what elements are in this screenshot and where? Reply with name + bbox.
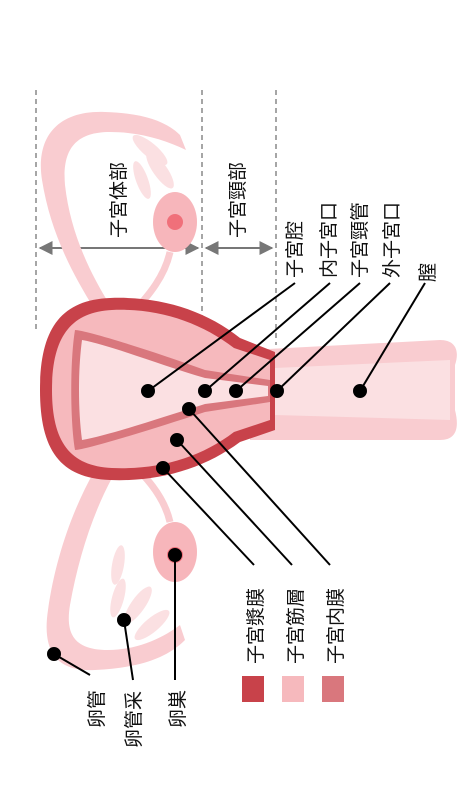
label-vagina: 膣 <box>417 263 439 282</box>
dot-uterine-cavity <box>141 384 155 398</box>
pointers <box>47 282 426 681</box>
lower-fimbriae <box>110 545 170 641</box>
label-ovary: 卵巣 <box>167 690 189 728</box>
upper-fallopian-tube <box>40 111 186 310</box>
legend-swatch-serosa <box>242 676 264 702</box>
dot-external-os <box>270 384 284 398</box>
anatomy-illustration <box>40 111 457 671</box>
dot-vagina <box>353 384 367 398</box>
label-fimbriae: 卵管采 <box>123 691 145 748</box>
legend-swatch-myometrium <box>282 676 304 702</box>
dot-endometrium <box>182 402 196 416</box>
dot-ovary <box>168 548 182 562</box>
legend-swatch-endometrium <box>322 676 344 702</box>
label-cervical-canal: 子宮頸管 <box>349 202 371 278</box>
label-external-os: 外子宮口 <box>381 202 403 278</box>
dot-fallopian-tube <box>47 647 61 661</box>
dot-serosa <box>156 461 170 475</box>
lower-fallopian-tube <box>46 470 186 671</box>
label-uterine-cavity: 子宮腔 <box>284 221 306 278</box>
region-label-cervix: 子宮頸部 <box>227 162 249 238</box>
dot-fimbriae <box>117 613 131 627</box>
label-internal-os: 内子宮口 <box>318 202 340 278</box>
dot-cervical-canal <box>229 384 243 398</box>
uterine-cavity-area <box>79 340 268 440</box>
label-fallopian-tube: 卵管 <box>86 690 108 728</box>
legend-label-serosa: 子宮漿膜 <box>245 588 267 664</box>
dot-myometrium <box>170 433 184 447</box>
legend-label-myometrium: 子宮筋層 <box>285 588 307 664</box>
dot-internal-os <box>198 384 212 398</box>
upper-fimbriae <box>132 134 174 199</box>
legend-label-endometrium: 子宮内膜 <box>325 588 347 664</box>
legend: 子宮漿膜 子宮筋層 子宮内膜 <box>242 588 347 702</box>
region-label-corpus: 子宮体部 <box>108 162 130 238</box>
